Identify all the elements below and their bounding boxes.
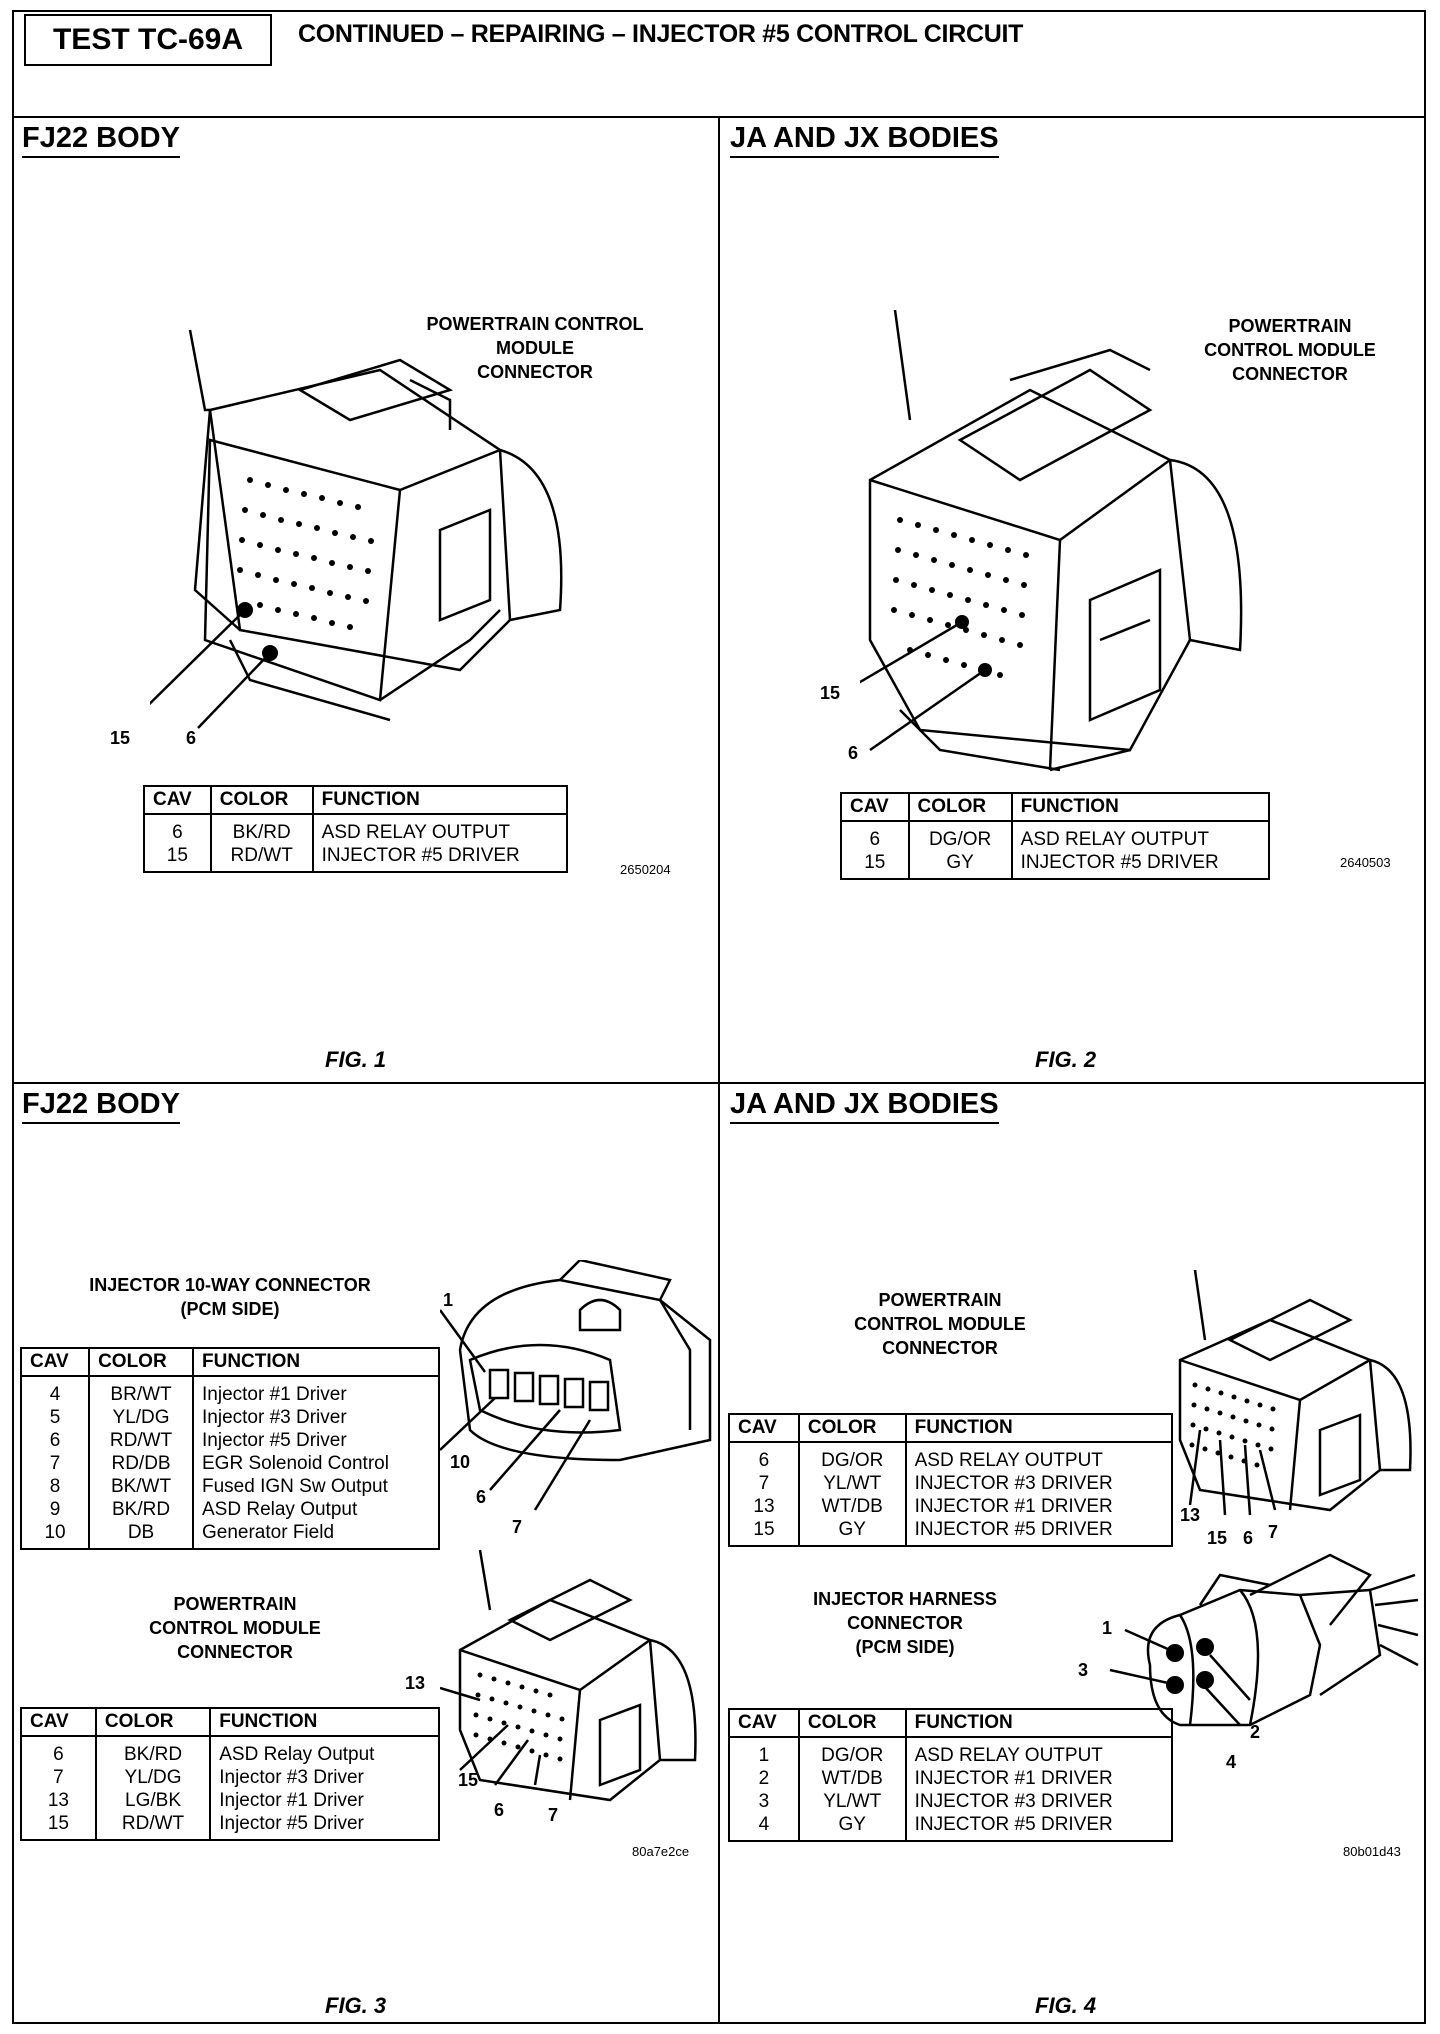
row-divider (12, 1082, 1426, 1084)
fig4-pcm-header-cav: CAV (728, 1413, 800, 1443)
fig2-callout-6: 6 (848, 743, 859, 763)
fig2-header-cav: CAV (840, 792, 910, 822)
fig1-header-cav: CAV (143, 785, 212, 815)
fig2-callout-15: 15 (820, 683, 841, 703)
fig1-pcm-connector-illustration (150, 329, 563, 729)
fig3-caption: FIG. 3 (325, 1993, 387, 2018)
fig1-header-color: COLOR (209, 785, 314, 815)
fig1-callout-6: 6 (186, 728, 197, 748)
fig3-injector-label: INJECTOR 10-WAY CONNECTOR(PCM SIDE) (89, 1275, 371, 1319)
test-id-box: TEST TC-69A (24, 14, 272, 66)
fig4-harn-callout-1: 1 (1102, 1618, 1113, 1638)
fig4-harness-connector-illustration (1109, 1553, 1419, 1727)
fig3-inj-callout-7: 7 (512, 1517, 523, 1537)
fig4-code: 80b01d43 (1343, 1844, 1401, 1859)
fig4-harn-header-cav: CAV (728, 1708, 800, 1738)
fig4-pcm-header-function: FUNCTION (904, 1413, 1174, 1443)
column-divider (718, 116, 720, 2024)
fig3-inj-callout-10: 10 (450, 1452, 471, 1472)
fig4-harn-callout-3: 3 (1078, 1660, 1089, 1680)
fig2-section-title: JA AND JX BODIES (730, 122, 999, 158)
fig3-code: 80a7e2ce (632, 1844, 690, 1859)
fig4-caption: FIG. 4 (1035, 1993, 1097, 2018)
fig4-pcm-callout-15: 15 (1207, 1528, 1228, 1548)
fig3-inj-header-function: FUNCTION (192, 1347, 440, 1377)
fig2-header-function: FUNCTION (1010, 792, 1271, 822)
fig1-callout-15: 15 (110, 728, 131, 748)
fig4-harn-header-function: FUNCTION (904, 1708, 1174, 1738)
fig2-caption: FIG. 2 (1035, 1047, 1097, 1072)
fig3-pcm-connector-illustration (440, 1549, 697, 1802)
fig1-header-function: FUNCTION (311, 785, 569, 815)
fig3-pcm-callout-13: 13 (405, 1673, 426, 1693)
fig3-pcm-header-color: COLOR (94, 1707, 212, 1737)
fig3-pcm-header-function: FUNCTION (209, 1707, 440, 1737)
fig4-pcm-callout-13: 13 (1180, 1505, 1201, 1525)
fig3-section-title: FJ22 BODY (22, 1088, 180, 1124)
fig4-harn-callout-4: 4 (1226, 1752, 1237, 1772)
fig3-pcm-callout-6: 6 (494, 1800, 505, 1820)
fig3-inj-header-color: COLOR (88, 1347, 194, 1377)
fig1-code: 2650204 (620, 862, 671, 877)
fig4-section-title: JA AND JX BODIES (730, 1088, 999, 1124)
fig4-pcm-callout-6: 6 (1243, 1528, 1254, 1548)
fig4-pcm-callout-7: 7 (1268, 1522, 1279, 1542)
fig2-code: 2640503 (1340, 855, 1391, 870)
fig4-pcm-header-color: COLOR (797, 1413, 907, 1443)
fig4-harn-header-color: COLOR (797, 1708, 907, 1738)
fig4-harn-callout-2: 2 (1250, 1722, 1261, 1742)
fig3-pcm-callout-7: 7 (548, 1805, 559, 1825)
fig3-pcm-header-cav: CAV (20, 1707, 97, 1737)
fig3-inj-callout-1: 1 (443, 1290, 454, 1310)
fig2-header-color: COLOR (907, 792, 1013, 822)
fig4-pcm-connector-illustration (1178, 1270, 1412, 1516)
fig2-pcm-connector-illustration (860, 310, 1243, 772)
fig3-injector-connector-illustration (440, 1260, 712, 1511)
page-title: CONTINUED – REPAIRING – INJECTOR #5 CONT… (298, 20, 1024, 48)
fig3-pcm-callout-15: 15 (458, 1770, 479, 1790)
fig1-caption: FIG. 1 (325, 1047, 387, 1072)
fig1-section-title: FJ22 BODY (22, 122, 180, 158)
fig3-inj-header-cav: CAV (19, 1347, 91, 1377)
fig3-inj-callout-6: 6 (476, 1487, 487, 1507)
